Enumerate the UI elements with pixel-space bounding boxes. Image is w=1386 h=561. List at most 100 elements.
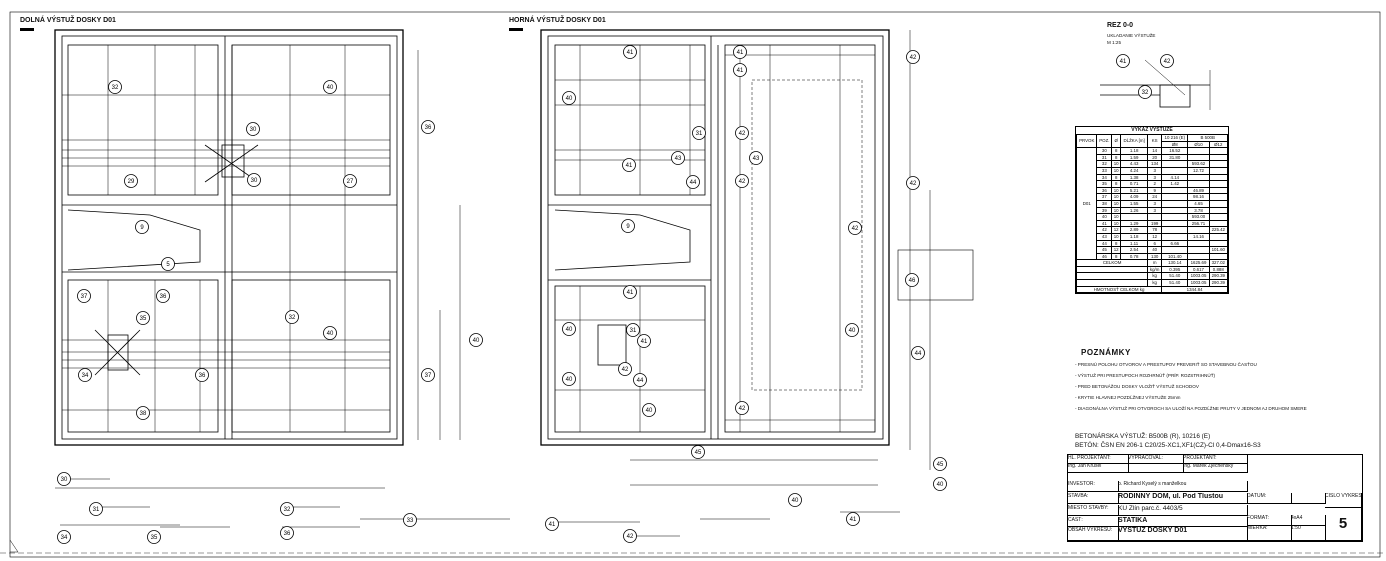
svg-text:37: 37 [425,373,432,379]
position-marker-40: 40 [933,477,947,491]
lower-stair-outline [67,209,201,271]
position-marker-40: 40 [562,372,576,386]
position-marker-27: 27 [343,174,357,188]
table-cell [1161,166,1189,175]
svg-text:41: 41 [1120,59,1127,65]
table-cell: 130 [1147,252,1163,261]
svg-text:40: 40 [792,498,799,504]
table-cell: 1.18 [1120,147,1149,155]
th-c1: Ø8 [1161,140,1189,149]
table-cell [1208,153,1229,162]
table-cell: 0.71 [1120,180,1149,188]
upper-room-1 [554,44,706,196]
upper-rebar-lines [555,45,875,432]
position-marker-9: 9 [621,219,635,233]
svg-text:42: 42 [852,226,859,232]
table-cell [1208,206,1229,215]
table-cell: 33 [1096,166,1113,175]
table-cell: 38 [1096,199,1113,208]
lower-room-1 [67,44,219,196]
table-cell: 37 [1096,193,1113,201]
table-cell: 2 [1147,180,1163,188]
th-prvok: PRVOK [1075,133,1098,149]
svg-text:40: 40 [327,331,334,337]
position-marker-32: 32 [280,502,294,516]
position-marker-42: 42 [623,529,637,543]
svg-text:30: 30 [250,127,257,133]
table-cell: 5.21 [1120,186,1149,195]
tb-mierka-value: 1:50 [1291,525,1326,541]
beton-concrete: BETÓN: ČSN EN 206-1 C20/25-XC1,XF1(CZ)-C… [1075,442,1261,449]
lower-dimension-lines [55,50,461,489]
note-4: - KRYTIE HLAVNEJ POZDĹŽNEJ VÝSTUŽE 25mm [1075,395,1181,400]
position-marker-9: 9 [135,220,149,234]
table-cell: 12.72 [1187,166,1210,175]
svg-text:45: 45 [695,450,702,456]
table-cell: 10 [1111,232,1122,241]
upper-plan-inner [547,35,884,440]
table-sum-label [1075,272,1149,281]
position-marker-41: 41 [733,63,747,77]
lower-title-bar [20,28,34,31]
table-cell: 6.66 [1161,239,1189,248]
table-cell: 8 [1111,147,1122,155]
table-cell: 8 [1111,252,1122,261]
svg-text:32: 32 [284,507,291,513]
table-cell: 3 [1147,166,1163,175]
table-cell: 1.42 [1161,180,1189,188]
table-cell: 46 [1096,252,1113,261]
position-marker-5: 5 [161,257,175,271]
svg-text:31: 31 [630,328,637,334]
table-cell: 40 [1096,213,1113,221]
svg-text:36: 36 [160,294,167,300]
svg-text:40: 40 [327,85,334,91]
position-marker-42: 42 [906,176,920,190]
svg-text:46: 46 [909,278,916,284]
position-marker-41: 41 [545,517,559,531]
table-cell: 16.52 [1161,147,1189,155]
position-marker-46: 46 [905,273,919,287]
position-marker-42: 42 [618,362,632,376]
tb-investor-value: p. Richard Kyselý s manželkou [1118,481,1248,492]
th-c2: Ø10 [1187,140,1210,149]
position-marker-30: 30 [57,472,71,486]
svg-text:40: 40 [566,96,573,102]
table-cell: 32 [1096,160,1113,168]
table-cell [1208,180,1229,188]
table-cell: 35 [1096,180,1113,188]
svg-text:36: 36 [199,373,206,379]
corner-mark [9,539,19,553]
svg-text:34: 34 [61,535,68,541]
upper-inner-zone [751,79,863,391]
svg-text:30: 30 [61,477,68,483]
position-marker-41: 41 [1116,54,1130,68]
tb-format-label: FORMÁT: [1247,515,1292,526]
position-marker-40: 40 [845,323,859,337]
table-cell: 39 [1096,206,1113,215]
th-r: 10 216 (E) [1161,134,1189,142]
section-scale: M 1:25 [1107,40,1122,45]
section-detail [1100,59,1211,110]
table-cell: 45 [1096,246,1113,254]
svg-text:40: 40 [566,377,573,383]
tb-cislo-label: ČÍSLO VÝKRESU: [1325,493,1362,508]
upper-room-3 [724,44,876,433]
position-marker-41: 41 [623,285,637,299]
table-cell: 1.59 [1120,153,1149,162]
svg-text:32: 32 [1142,90,1149,96]
beton-reinforcement: BETONÁRSKA VÝSTUŽ: B500B (R), 10216 (E) [1075,433,1211,440]
th-poz: POZ. [1096,133,1113,149]
position-marker-42: 42 [735,126,749,140]
table-sum-cell: 1003.05 [1187,279,1210,287]
svg-text:42: 42 [739,406,746,412]
svg-text:42: 42 [622,367,629,373]
table-cell: 225.42 [1208,226,1229,234]
tb-investor-label: INVESTOR: [1068,481,1119,492]
upper-room-2 [554,285,706,433]
